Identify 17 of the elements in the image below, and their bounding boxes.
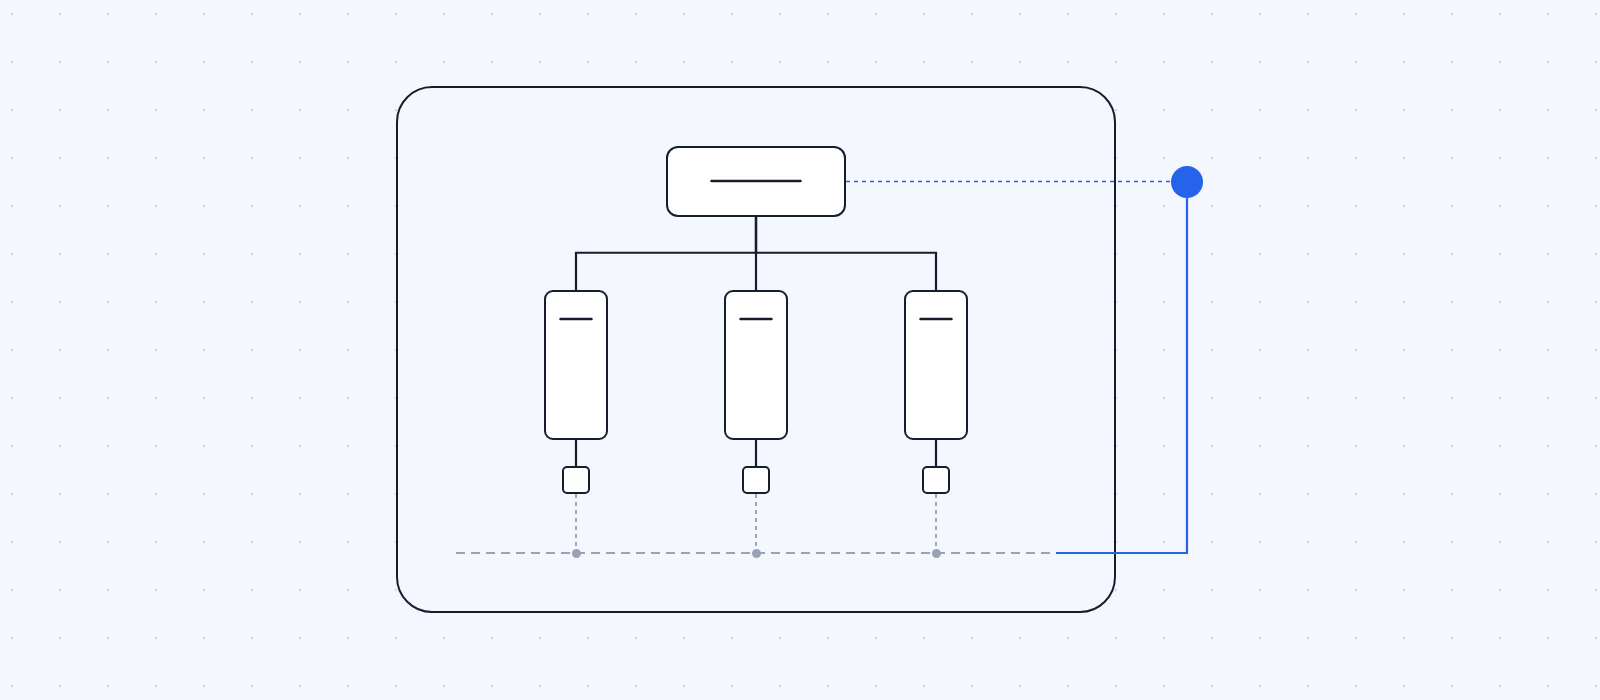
rounded-frame <box>396 86 1116 613</box>
header-box <box>666 146 846 217</box>
connector-line <box>754 440 758 466</box>
dashed-connector <box>845 180 1172 183</box>
connector-line <box>1056 198 1189 555</box>
connector-line <box>574 440 578 466</box>
connector-line <box>934 440 938 466</box>
junction-dot <box>571 548 581 558</box>
junction-dot <box>931 548 941 558</box>
small-square <box>562 466 590 494</box>
column-box <box>904 290 968 440</box>
small-square <box>922 466 950 494</box>
small-square <box>742 466 770 494</box>
column-box <box>724 290 788 440</box>
junction-dot <box>751 548 761 558</box>
column-box <box>544 290 608 440</box>
connector-line <box>754 217 938 290</box>
